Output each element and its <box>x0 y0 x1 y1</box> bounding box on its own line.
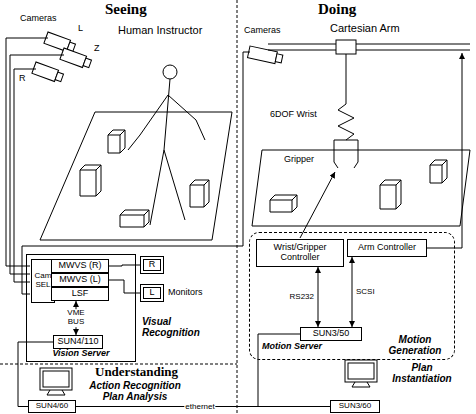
part-label: Plan Instantiation <box>386 362 458 384</box>
part-label: Motion Server <box>262 342 322 352</box>
part-label: Cameras <box>244 26 281 36</box>
connector-label: SCSI <box>355 288 376 297</box>
control-arrow <box>300 172 335 238</box>
computer-box: SUN4/110 <box>53 335 103 349</box>
connector-label: ethernet <box>184 402 215 411</box>
box-label: SUN4/60 <box>36 402 68 411</box>
controller-box: Arm Controller <box>347 239 427 257</box>
work-table <box>40 112 232 240</box>
box-label: MWVS (L) <box>59 275 101 285</box>
arm-rail <box>268 50 470 51</box>
part-label: 6DOF Wrist <box>270 110 317 120</box>
part-label: Cameras <box>20 14 57 24</box>
computer-box: SUN3/60 <box>330 400 380 413</box>
computer-box: SUN3/50 <box>300 327 362 341</box>
block <box>270 195 297 212</box>
arm-column <box>346 54 347 104</box>
camera <box>60 48 92 70</box>
camera-cable <box>14 69 36 282</box>
part-label: R <box>19 74 26 84</box>
computer-box: SUN4/60 <box>28 400 76 413</box>
arm-carriage <box>336 40 356 54</box>
camera-cable <box>22 52 250 294</box>
part-label: L <box>78 24 83 34</box>
work-table <box>252 150 470 226</box>
box-label: L <box>149 288 154 298</box>
gripper-jaws <box>334 140 358 168</box>
blocks <box>270 160 447 212</box>
connector-label: RS232 <box>289 293 315 302</box>
blocks <box>80 130 209 227</box>
part-label: Monitors <box>168 288 203 298</box>
part-label: Action Recognition Plan Analysis <box>80 380 190 402</box>
arm-rail <box>268 44 470 45</box>
control-arrow <box>426 53 462 248</box>
processor-box: MWVS (R) <box>51 259 109 273</box>
section-heading: Understanding <box>95 365 178 379</box>
connector <box>352 257 353 327</box>
connector-label: VME BUS <box>64 309 88 327</box>
part-label: Cartesian Arm <box>330 22 400 34</box>
connector <box>258 334 330 407</box>
processor-box: MWVS (L) <box>51 273 109 287</box>
camera <box>248 46 284 65</box>
controller-box: Wrist/Gripper Controller <box>256 239 344 267</box>
human-figure <box>128 65 205 225</box>
subsystem-region: Wrist/Gripper Controller Arm ControllerSU… <box>249 232 455 360</box>
camera-cable <box>10 55 64 274</box>
part-label: Gripper <box>284 155 314 165</box>
section-heading: Doing <box>318 1 356 18</box>
block <box>108 130 125 153</box>
processor-box: LSF <box>51 287 109 301</box>
workstation-icon <box>345 360 377 387</box>
wrist-joint <box>338 104 354 140</box>
box-label: Wrist/Gripper Controller <box>257 243 343 263</box>
monitor-box: L <box>140 284 164 302</box>
part-label: Human Instructor <box>118 24 202 36</box>
section-heading: Seeing <box>105 1 147 18</box>
box-label: R <box>149 260 156 270</box>
workstation-icon <box>40 368 72 395</box>
block <box>120 210 149 227</box>
camera <box>32 62 64 84</box>
box-label: LSF <box>72 289 89 299</box>
block <box>430 160 447 183</box>
box-label: MWVS (R) <box>59 261 102 271</box>
camera-cable <box>6 38 48 266</box>
connector <box>318 267 319 327</box>
part-label: Z <box>94 44 100 54</box>
block <box>190 180 209 207</box>
box-label: SUN3/50 <box>313 329 350 339</box>
connector <box>18 342 53 407</box>
block <box>80 165 101 196</box>
divider-line <box>237 0 238 414</box>
group-title: Motion Generation <box>382 334 448 356</box>
box-label: SUN3/60 <box>339 402 371 411</box>
box-label: SUN4/110 <box>58 337 99 347</box>
part-label: Visual Recognition <box>142 316 222 338</box>
monitor-box: R <box>140 256 164 274</box>
group-title: Vision Server <box>27 349 135 359</box>
box-label: Arm Controller <box>358 243 416 253</box>
block <box>380 180 401 209</box>
server-box: Cam SELMWVS (R)MWVS (L)LSFSUN4/110Vision… <box>26 254 136 362</box>
